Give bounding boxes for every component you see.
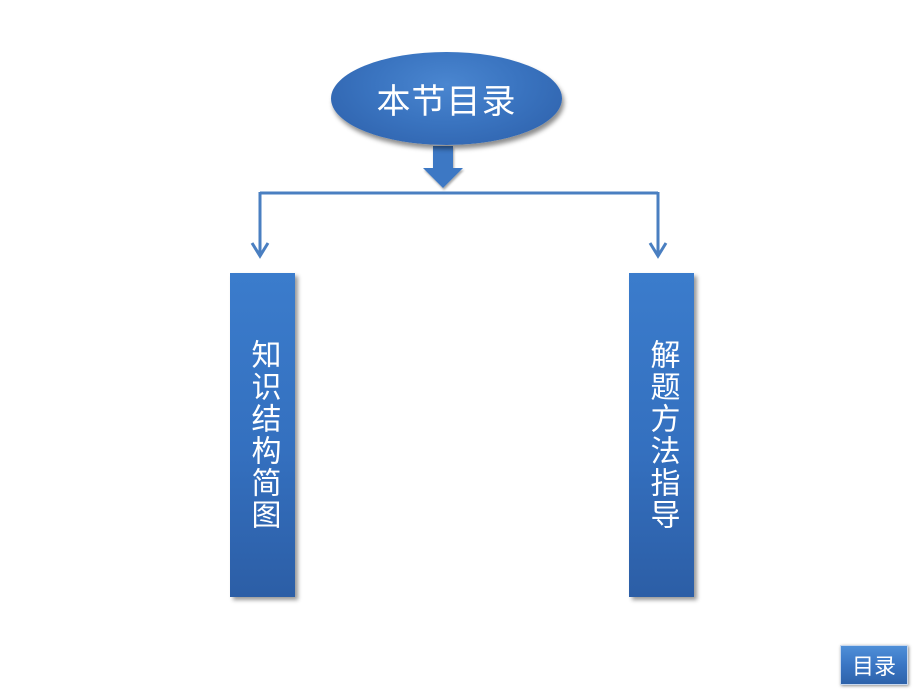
catalog-button[interactable]: 目录 bbox=[840, 645, 908, 685]
branch-node-solving-methods[interactable]: 解题方法指导 bbox=[629, 273, 694, 597]
title-node-label: 本节目录 bbox=[376, 82, 517, 122]
branch-node-label: 解题方法指导 bbox=[644, 339, 680, 531]
block-arrow-down bbox=[423, 146, 463, 188]
catalog-button-label: 目录 bbox=[851, 655, 896, 680]
arrowhead-right-icon bbox=[648, 242, 668, 259]
title-node[interactable]: 本节目录 bbox=[331, 52, 562, 145]
arrowhead-left-icon bbox=[250, 242, 270, 259]
branch-node-knowledge-structure[interactable]: 知识结构简图 bbox=[230, 273, 295, 597]
branch-node-label: 知识结构简图 bbox=[245, 339, 281, 531]
